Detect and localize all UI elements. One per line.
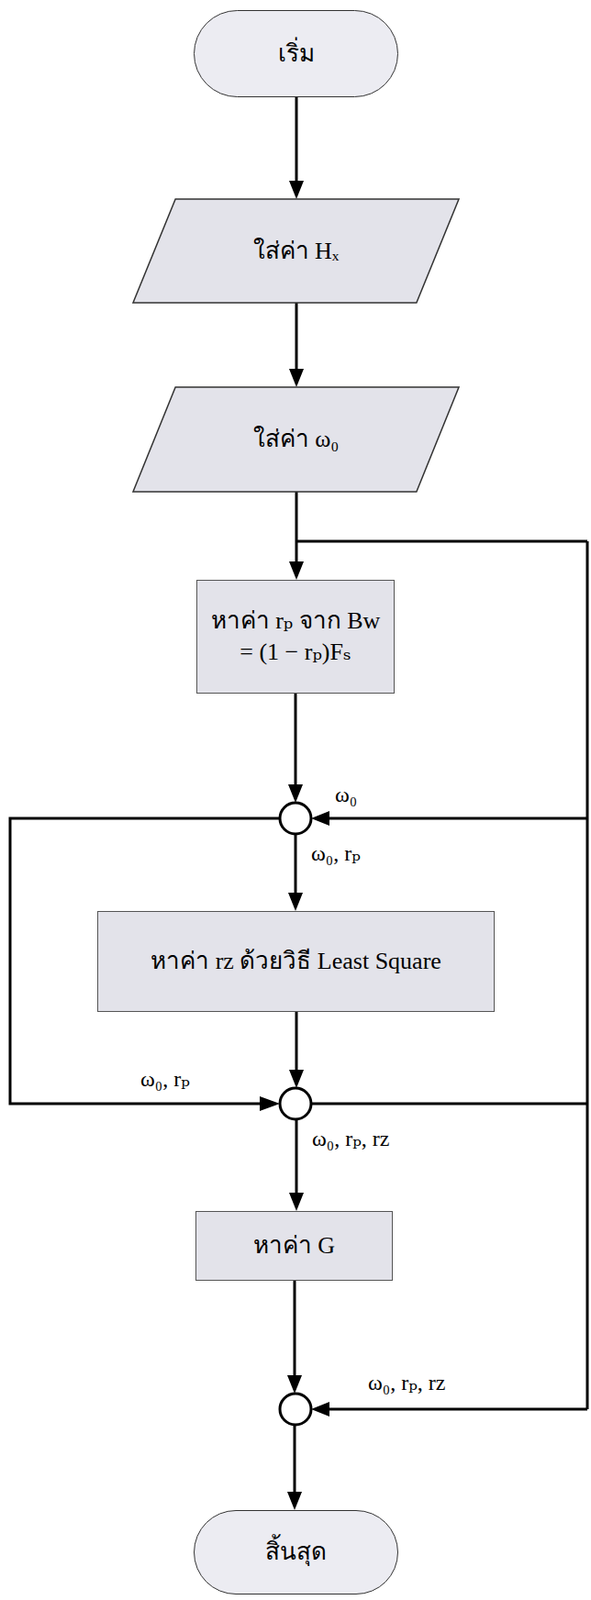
process-box: หาค่า rₚ จาก Bw = (1 − rₚ)Fₛ — [196, 579, 395, 694]
input-parallelogram: ใส่ค่า ω₀ — [133, 387, 459, 492]
flow-arrow — [289, 302, 304, 388]
edge-label: ω₀, rₚ, rz — [309, 1126, 392, 1153]
arrow-head — [289, 561, 304, 580]
connector-line — [294, 693, 298, 785]
arrow-head — [288, 892, 303, 912]
junction-circle — [279, 1393, 312, 1426]
arrow-head — [287, 1375, 302, 1394]
junction-circle — [279, 802, 312, 835]
arrow-head — [289, 368, 304, 388]
terminal-start: เริ่ม — [193, 10, 399, 98]
node-label: หาค่า rₚ จาก Bw = (1 − rₚ)Fₛ — [208, 605, 383, 669]
connector-line — [295, 1012, 299, 1071]
arrow-head — [289, 1193, 304, 1212]
arrow-head — [311, 811, 330, 826]
node-label: ใส่ค่า ω₀ — [253, 423, 340, 456]
node-label: เริ่ม — [278, 38, 315, 70]
node-label: ใส่ค่า Hₓ — [253, 235, 340, 268]
connector-line — [293, 1281, 297, 1376]
node-text-group: หาค่า rz ด้วยวิธี Least Square — [150, 946, 442, 978]
connector-line — [294, 834, 298, 893]
flow-arrow — [289, 491, 304, 580]
arrow-head — [311, 1402, 330, 1417]
node-text-group: เริ่ม — [278, 38, 315, 70]
flow-arrow — [289, 97, 304, 200]
junction-circle — [279, 1088, 312, 1120]
node-text-group: ใส่ค่า ω₀ — [253, 423, 340, 456]
node-text-group: หาค่า G — [253, 1230, 335, 1262]
signal-label: ω₀, rₚ — [137, 1066, 193, 1093]
signal-label: ω₀, rₚ, rz — [365, 1370, 448, 1397]
signal-label: ω₀ — [332, 781, 360, 809]
feedback-branch — [329, 817, 588, 821]
process-box: หาค่า G — [195, 1211, 393, 1282]
node-label: หาค่า G — [253, 1230, 335, 1262]
node-text-group: ใส่ค่า Hₓ — [253, 235, 340, 268]
arrow-head — [287, 1492, 302, 1511]
process-box: หาค่า rz ด้วยวิธี Least Square — [97, 911, 495, 1013]
arrow-head — [259, 1096, 280, 1112]
connector-line — [293, 1425, 297, 1493]
node-text-group: หาค่า rₚ จาก Bw = (1 − rₚ)Fₛ — [208, 605, 383, 669]
arrow-head — [289, 1070, 304, 1089]
connector-line — [295, 302, 299, 369]
feedback-branch — [329, 1408, 588, 1412]
terminal-end: สิ้นสุด — [193, 1510, 399, 1595]
connector-line — [295, 491, 299, 562]
connector-line — [295, 1119, 299, 1194]
connector-line — [295, 97, 299, 181]
node-label: หาค่า rz ด้วยวิธี Least Square — [150, 946, 442, 978]
parallelogram-shape — [133, 199, 459, 303]
arrow-head — [289, 180, 304, 200]
parallelogram-shape — [133, 387, 459, 492]
arrow-head — [288, 784, 303, 803]
edge-label: ω₀, rₚ — [308, 840, 364, 868]
input-parallelogram: ใส่ค่า Hₓ — [133, 199, 459, 303]
node-text-group: สิ้นสุด — [265, 1537, 327, 1569]
node-label: สิ้นสุด — [265, 1537, 327, 1569]
